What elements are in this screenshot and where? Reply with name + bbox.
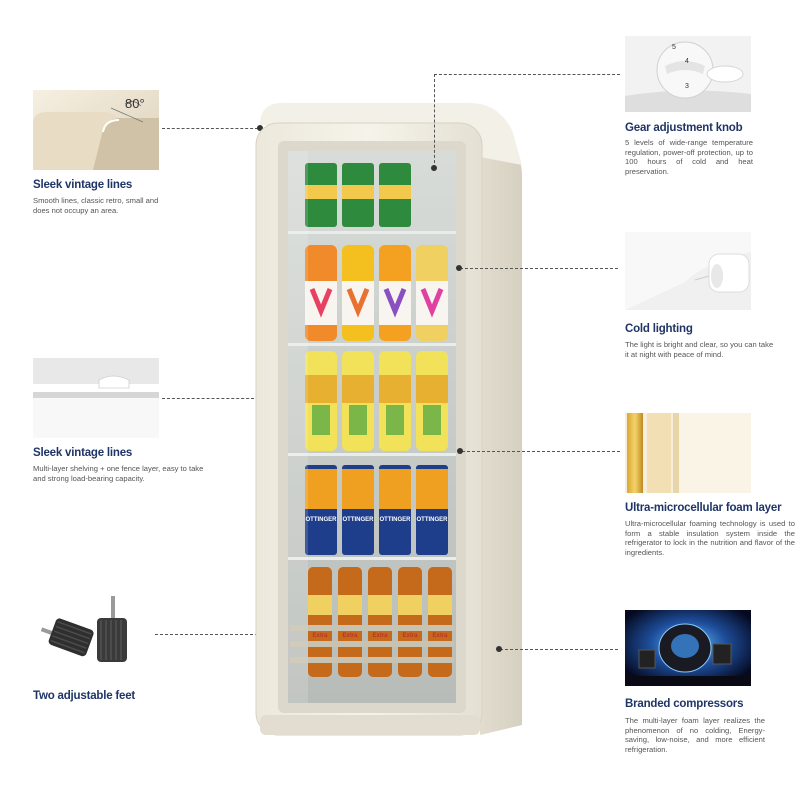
feature-title-foam-layer: Ultra-microcellular foam layer bbox=[625, 502, 782, 514]
feature-desc-vintage-lines: Smooth lines, classic retro, small and d… bbox=[33, 196, 159, 215]
feature-title-cold-lighting: Cold lighting bbox=[625, 323, 693, 335]
leader-line bbox=[162, 398, 259, 399]
feature-desc-gear-knob: 5 levels of wide-range temperature regul… bbox=[625, 138, 753, 176]
knob-number: 3 bbox=[685, 83, 689, 90]
compressor-thumbnail bbox=[625, 610, 751, 686]
leader-line bbox=[500, 649, 618, 650]
feature-desc-shelving: Multi-layer shelving + one fence layer, … bbox=[33, 464, 204, 483]
fridge-image: OTTINGER OTTINGER OTTINGER OTTINGER Extr… bbox=[250, 85, 525, 750]
feature-desc-cold-lighting: The light is bright and clear, so you ca… bbox=[625, 340, 774, 359]
leader-line bbox=[434, 74, 620, 75]
lower-brand-label: Extra bbox=[432, 633, 448, 639]
lower-brand-label: Extra bbox=[312, 633, 328, 639]
feature-title-gear-knob: Gear adjustment knob bbox=[625, 122, 743, 134]
light-thumbnail bbox=[625, 232, 751, 310]
beer-brand-label: OTTINGER bbox=[343, 517, 375, 523]
adjustable-foot-thumbnail bbox=[33, 588, 159, 674]
leader-dot bbox=[431, 165, 437, 171]
leader-line bbox=[155, 634, 263, 635]
feature-desc-foam-layer: Ultra-microcellular foaming technology i… bbox=[625, 519, 795, 557]
leader-line bbox=[434, 74, 435, 168]
beer-brand-label: OTTINGER bbox=[417, 517, 449, 523]
feature-title-shelving: Sleek vintage lines bbox=[33, 447, 133, 459]
knob-number: 5 bbox=[672, 44, 676, 51]
feature-title-vintage-lines: Sleek vintage lines bbox=[33, 179, 133, 191]
leader-dot bbox=[496, 646, 502, 652]
angle-label: 80° bbox=[125, 96, 145, 111]
shelf-thumbnail bbox=[33, 358, 159, 438]
rounded-corner-thumbnail: 80° bbox=[33, 90, 159, 170]
leader-dot bbox=[456, 265, 462, 271]
lower-brand-label: Extra bbox=[372, 633, 388, 639]
leader-line bbox=[162, 128, 258, 129]
lower-brand-label: Extra bbox=[342, 633, 358, 639]
feature-title-adjustable-feet: Two adjustable feet bbox=[33, 690, 136, 702]
knob-number: 4 bbox=[685, 58, 689, 65]
beer-brand-label: OTTINGER bbox=[380, 517, 412, 523]
leader-dot bbox=[457, 448, 463, 454]
foam-layer-thumbnail bbox=[625, 413, 751, 493]
leader-dot bbox=[257, 125, 263, 131]
leader-line bbox=[462, 451, 620, 452]
knob-thumbnail: 5 4 3 bbox=[625, 36, 751, 112]
feature-desc-compressors: The multi-layer foam layer realizes the … bbox=[625, 716, 765, 754]
beer-brand-label: OTTINGER bbox=[306, 517, 338, 523]
feature-title-compressors: Branded compressors bbox=[625, 698, 744, 710]
leader-line bbox=[460, 268, 618, 269]
lower-brand-label: Extra bbox=[402, 633, 418, 639]
